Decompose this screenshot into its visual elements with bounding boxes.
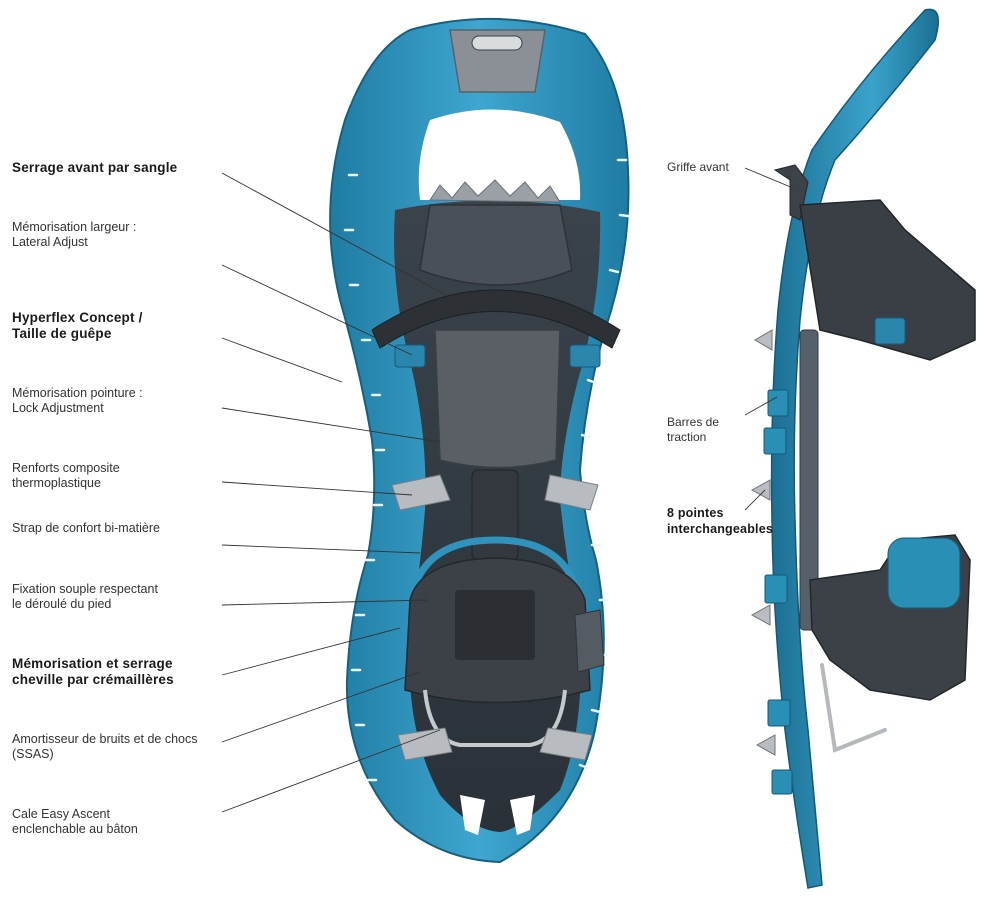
leader-line-ratchet bbox=[221, 627, 401, 676]
toe-binding bbox=[419, 204, 573, 286]
front-toe-crampon bbox=[429, 179, 561, 203]
side-hinge-plate bbox=[799, 329, 819, 631]
lateral-buckle-right bbox=[569, 344, 601, 368]
label-ssas: Amortisseur de bruits et de chocs (SSAS) bbox=[12, 732, 198, 761]
label-traction-bars: Barres de traction bbox=[667, 415, 720, 444]
front-view-snowshoe bbox=[329, 17, 630, 864]
side-toe-binding bbox=[799, 199, 976, 361]
leader-line-hyperflex bbox=[221, 337, 343, 383]
label-front-claw: Griffe avant bbox=[667, 160, 729, 174]
label-lateral-adjust: Mémorisation largeur : Lateral Adjust bbox=[12, 220, 137, 249]
label-front-strap: Serrage avant par sangle bbox=[12, 160, 178, 175]
label-lock-adjustment: Mémorisation pointure : Lock Adjustment bbox=[12, 386, 143, 415]
leader-line-lateral-adjust bbox=[221, 264, 413, 356]
side-easy-ascent-wire bbox=[820, 663, 887, 753]
tail-opening-right bbox=[510, 795, 535, 835]
front-tip-opening bbox=[418, 109, 581, 200]
leader-line-ssas bbox=[221, 671, 421, 743]
leader-line-front-strap bbox=[221, 172, 456, 301]
spikes bbox=[750, 329, 776, 756]
lateral-buckle-left bbox=[394, 344, 426, 368]
side-heel-cup bbox=[887, 537, 961, 609]
tail-opening-left bbox=[460, 795, 485, 835]
label-spikes: 8 pointes interchangeables bbox=[667, 506, 774, 536]
traction-bars bbox=[763, 389, 793, 795]
rear-bracket-right bbox=[539, 727, 593, 761]
label-easy-ascent: Cale Easy Ascent enclenchable au bâton bbox=[12, 807, 138, 836]
leader-line-lock-adjustment bbox=[221, 407, 441, 443]
ratchet-buckle bbox=[574, 609, 605, 673]
leader-line-comfort-strap bbox=[221, 544, 421, 554]
leader-line-traction-bars bbox=[744, 396, 778, 416]
center-plate bbox=[434, 329, 561, 469]
label-hyperflex: Hyperflex Concept / Taille de guêpe bbox=[12, 310, 143, 341]
side-buckle bbox=[874, 317, 906, 345]
rear-bracket-left bbox=[397, 727, 453, 761]
leader-line-front-claw bbox=[744, 167, 794, 189]
side-frame bbox=[770, 8, 940, 889]
side-view-snowshoe bbox=[750, 8, 976, 889]
leader-line-spikes bbox=[744, 489, 766, 511]
logo-badge bbox=[471, 35, 523, 51]
leader-line-flexible-binding bbox=[221, 599, 429, 606]
front-strap bbox=[371, 289, 621, 349]
leader-line-reinforcement bbox=[221, 481, 413, 496]
hinge-rail bbox=[471, 469, 519, 561]
label-flexible-binding: Fixation souple respectant le déroulé du… bbox=[12, 582, 158, 611]
leader-line-easy-ascent bbox=[221, 729, 441, 813]
reinforcement-left bbox=[391, 474, 451, 511]
heel-pad bbox=[455, 590, 535, 660]
label-comfort-strap: Strap de confort bi-matière bbox=[12, 521, 160, 535]
reinforcement-right bbox=[544, 474, 599, 511]
label-ratchet: Mémorisation et serrage cheville par cré… bbox=[12, 656, 174, 687]
comfort-strap bbox=[408, 536, 582, 599]
leader-lines bbox=[221, 167, 794, 813]
label-reinforcement: Renforts composite thermoplastique bbox=[12, 461, 120, 490]
easy-ascent-wire bbox=[423, 689, 567, 747]
